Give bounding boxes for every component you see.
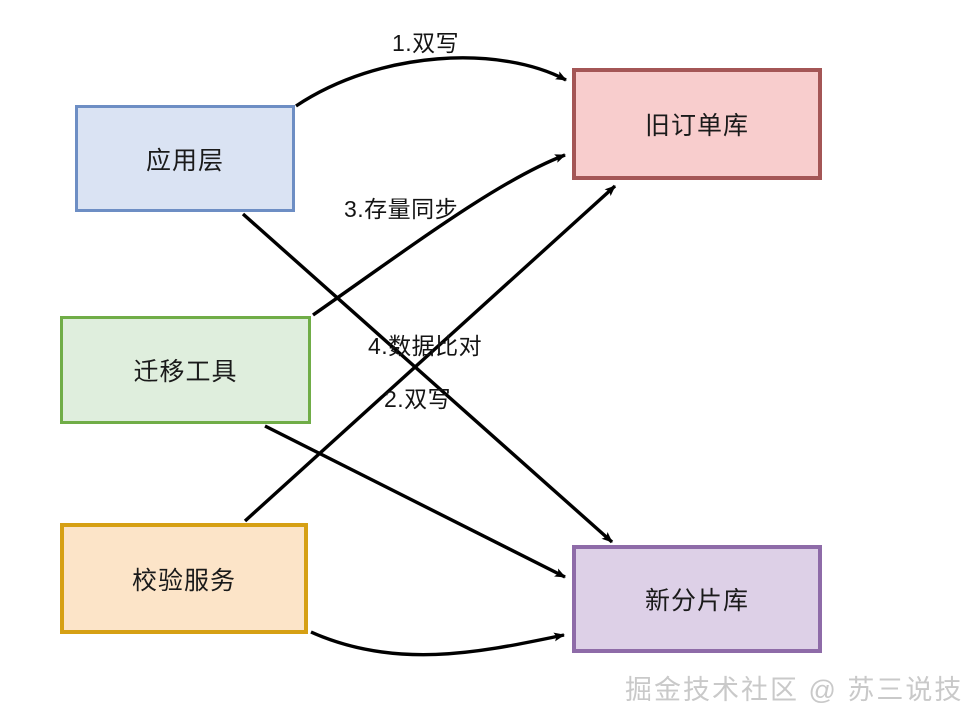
edge-label-1-dual-write: 1.双写 (392, 24, 459, 58)
watermark-text: 掘金技术社区 @ 苏三说技术 (625, 675, 964, 705)
node-migration-tool[interactable]: 迁移工具 (60, 316, 311, 424)
node-new-shard-db[interactable]: 新分片库 (572, 545, 822, 653)
edge-path-app-to-new-shard (241, 212, 614, 544)
node-label-app-layer: 应用层 (145, 146, 224, 175)
node-label-migration-tool: 迁移工具 (133, 358, 238, 386)
edge-path-2-dual-write (264, 424, 566, 579)
node-verify-service[interactable]: 校验服务 (60, 523, 308, 634)
edge-path-verify-to-new-shard (310, 630, 565, 657)
edge-label-text: 3.存量同步 (344, 196, 459, 222)
edge-path-1-dual-write (295, 56, 567, 108)
node-label-new-shard-db: 新分片库 (644, 587, 749, 615)
node-old-order-db[interactable]: 旧订单库 (572, 68, 822, 180)
edge-path-4-data-compare (243, 184, 617, 523)
node-label-verify-service: 校验服务 (131, 566, 236, 595)
node-app-layer[interactable]: 应用层 (75, 105, 295, 212)
watermark: 掘金技术社区 @ 苏三说技术 (625, 668, 964, 707)
edge-label-text: 2.双写 (384, 386, 452, 412)
edge-label-2-dual-write: 2.双写 (384, 380, 451, 414)
edge-label-text: 4.数据比对 (368, 333, 483, 359)
node-label-old-order-db: 旧订单库 (644, 112, 749, 140)
edge-label-text: 1.双写 (392, 30, 460, 56)
edge-path-3-full-sync (312, 153, 566, 317)
edge-label-3-full-sync: 3.存量同步 (344, 190, 458, 224)
edge-label-4-data-compare: 4.数据比对 (368, 327, 482, 361)
